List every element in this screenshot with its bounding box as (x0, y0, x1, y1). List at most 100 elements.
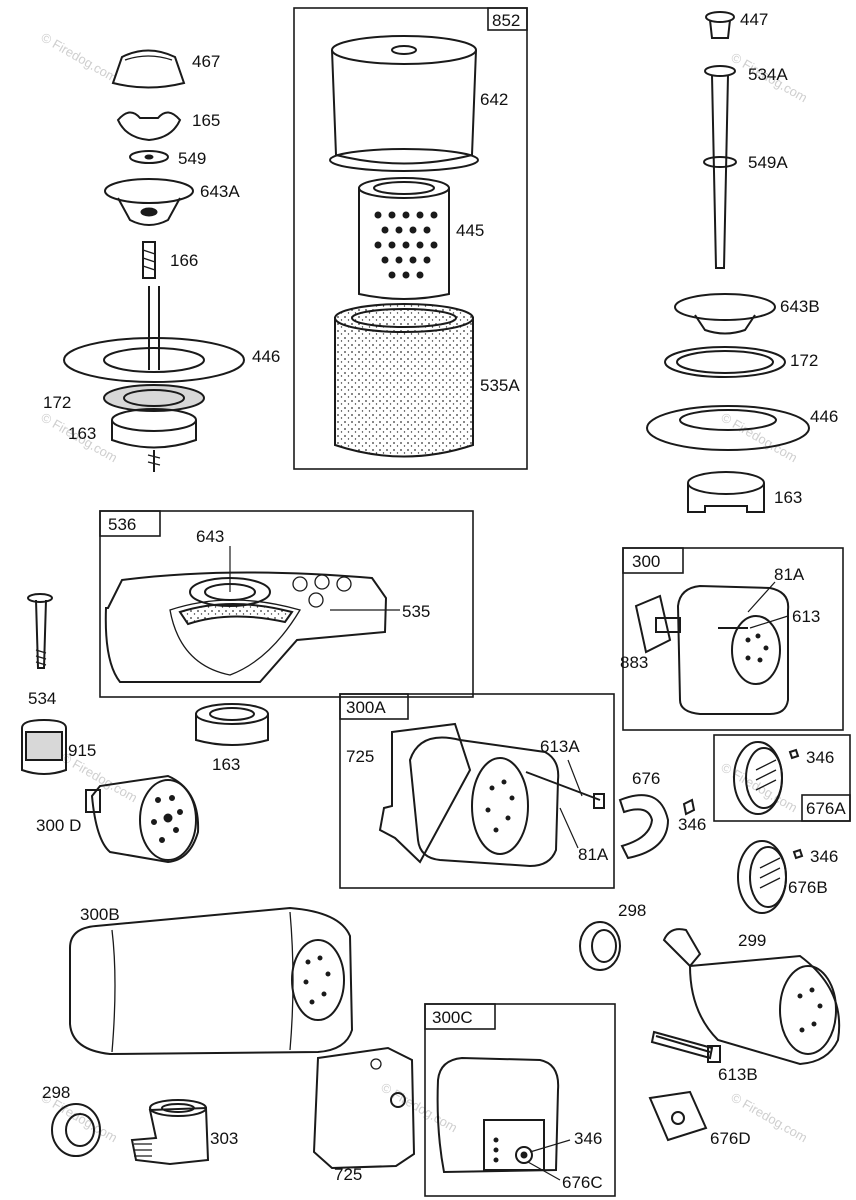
label-172-left: 172 (43, 393, 71, 412)
label-535A: 535A (480, 376, 520, 395)
leader-613A (567, 759, 583, 797)
part-165-wing-nut (116, 111, 182, 142)
label-643: 643 (196, 527, 224, 546)
part-613B-bolt (650, 1030, 721, 1063)
part-446-gasket-left (63, 286, 245, 383)
label-346-a: 346 (678, 815, 706, 834)
label-163-right: 163 (774, 488, 802, 507)
part-445-cartridge (358, 177, 450, 300)
label-81A-bottom: 81A (578, 845, 609, 864)
box-label-852: 852 (492, 11, 520, 30)
label-642: 642 (480, 90, 508, 109)
label-549A: 549A (748, 153, 788, 172)
label-725-top: 725 (346, 747, 374, 766)
part-535A-precleaner (334, 303, 474, 458)
part-915-plug (21, 718, 67, 775)
label-643B: 643B (780, 297, 820, 316)
part-163-adapter-left (111, 408, 197, 472)
part-676-deflector (618, 794, 670, 860)
label-535: 535 (402, 602, 430, 621)
part-172-gasket-left (103, 384, 205, 412)
part-643B-seal (674, 293, 776, 335)
leader-613 (749, 615, 789, 629)
label-613B: 613B (718, 1065, 758, 1084)
label-676D: 676D (710, 1129, 751, 1148)
box-label-536: 536 (108, 515, 136, 534)
label-613: 613 (792, 607, 820, 626)
label-915: 915 (68, 741, 96, 760)
box-300C-tag (424, 1003, 496, 1030)
box-label-676A: 676A (806, 799, 846, 818)
leader-81A-top (747, 581, 776, 613)
box-852-tag (487, 7, 528, 31)
part-534A-rod (704, 65, 736, 269)
part-300B-muffler (69, 906, 354, 1056)
leader-676C (527, 1161, 561, 1181)
label-298-b: 298 (42, 1083, 70, 1102)
part-300C-muffler (436, 1056, 560, 1174)
part-549A-washer (703, 156, 737, 168)
label-300B: 300B (80, 905, 120, 924)
part-536-air-cleaner-body (104, 571, 388, 683)
part-643A-seal (104, 178, 194, 226)
label-346-b: 346 (806, 748, 834, 767)
part-163-adapter-right (687, 471, 765, 513)
label-446-left: 446 (252, 347, 280, 366)
box-label-300C: 300C (432, 1008, 473, 1027)
label-676: 676 (632, 769, 660, 788)
box-300-tag (622, 547, 684, 574)
watermark-text: © Firedog.com (719, 410, 801, 466)
label-165: 165 (192, 111, 220, 130)
label-676B: 676B (788, 878, 828, 897)
part-446-gasket-right (646, 405, 810, 451)
part-534-bolt (27, 593, 53, 669)
part-163-adapter-middle (195, 703, 269, 746)
label-613A: 613A (540, 737, 580, 756)
label-81A-top: 81A (774, 565, 805, 584)
label-445: 445 (456, 221, 484, 240)
label-676C: 676C (562, 1173, 603, 1192)
watermark-text: © Firedog.com (379, 1080, 461, 1136)
part-549-washer (129, 150, 169, 164)
part-labels: 467 165 549 643A 166 446 172 163 852 642… (28, 10, 846, 1192)
perforations (374, 211, 438, 279)
part-300A-muffler (378, 722, 605, 868)
label-534A: 534A (748, 65, 788, 84)
leader-81A-bottom (559, 807, 579, 849)
box-536-tag (99, 510, 161, 537)
label-346-c: 346 (810, 847, 838, 866)
box-label-300: 300 (632, 552, 660, 571)
leader-346-c (529, 1139, 571, 1153)
part-299-muffler (662, 928, 841, 1066)
label-163-middle: 163 (212, 755, 240, 774)
part-447-knob (705, 11, 735, 39)
box-676A-tag (801, 794, 851, 822)
box-300A (339, 693, 615, 889)
label-346-d: 346 (574, 1129, 602, 1148)
label-300D: 300 D (36, 816, 81, 835)
part-300D-muffler (85, 774, 200, 864)
box-300 (622, 547, 844, 731)
label-725-bottom: 725 (334, 1165, 362, 1184)
label-883: 883 (620, 653, 648, 672)
label-303: 303 (210, 1129, 238, 1148)
part-172-gasket-right (664, 346, 786, 378)
watermark-text: © Firedog.com (39, 30, 121, 86)
label-447: 447 (740, 10, 768, 29)
label-298-a: 298 (618, 901, 646, 920)
box-300C (424, 1003, 616, 1197)
label-643A: 643A (200, 182, 240, 201)
box-536 (99, 510, 474, 698)
label-534: 534 (28, 689, 56, 708)
part-676A-deflector (733, 741, 800, 815)
part-303-elbow (130, 1099, 210, 1166)
part-298-locknut-a (579, 921, 621, 971)
box-676A (713, 734, 851, 822)
part-298-locknut-b (51, 1103, 101, 1157)
part-725-gasket (312, 1046, 416, 1170)
part-676D-deflector (648, 1090, 708, 1142)
part-676B-deflector (737, 840, 804, 914)
part-300-muffler (634, 584, 790, 715)
label-549: 549 (178, 149, 206, 168)
